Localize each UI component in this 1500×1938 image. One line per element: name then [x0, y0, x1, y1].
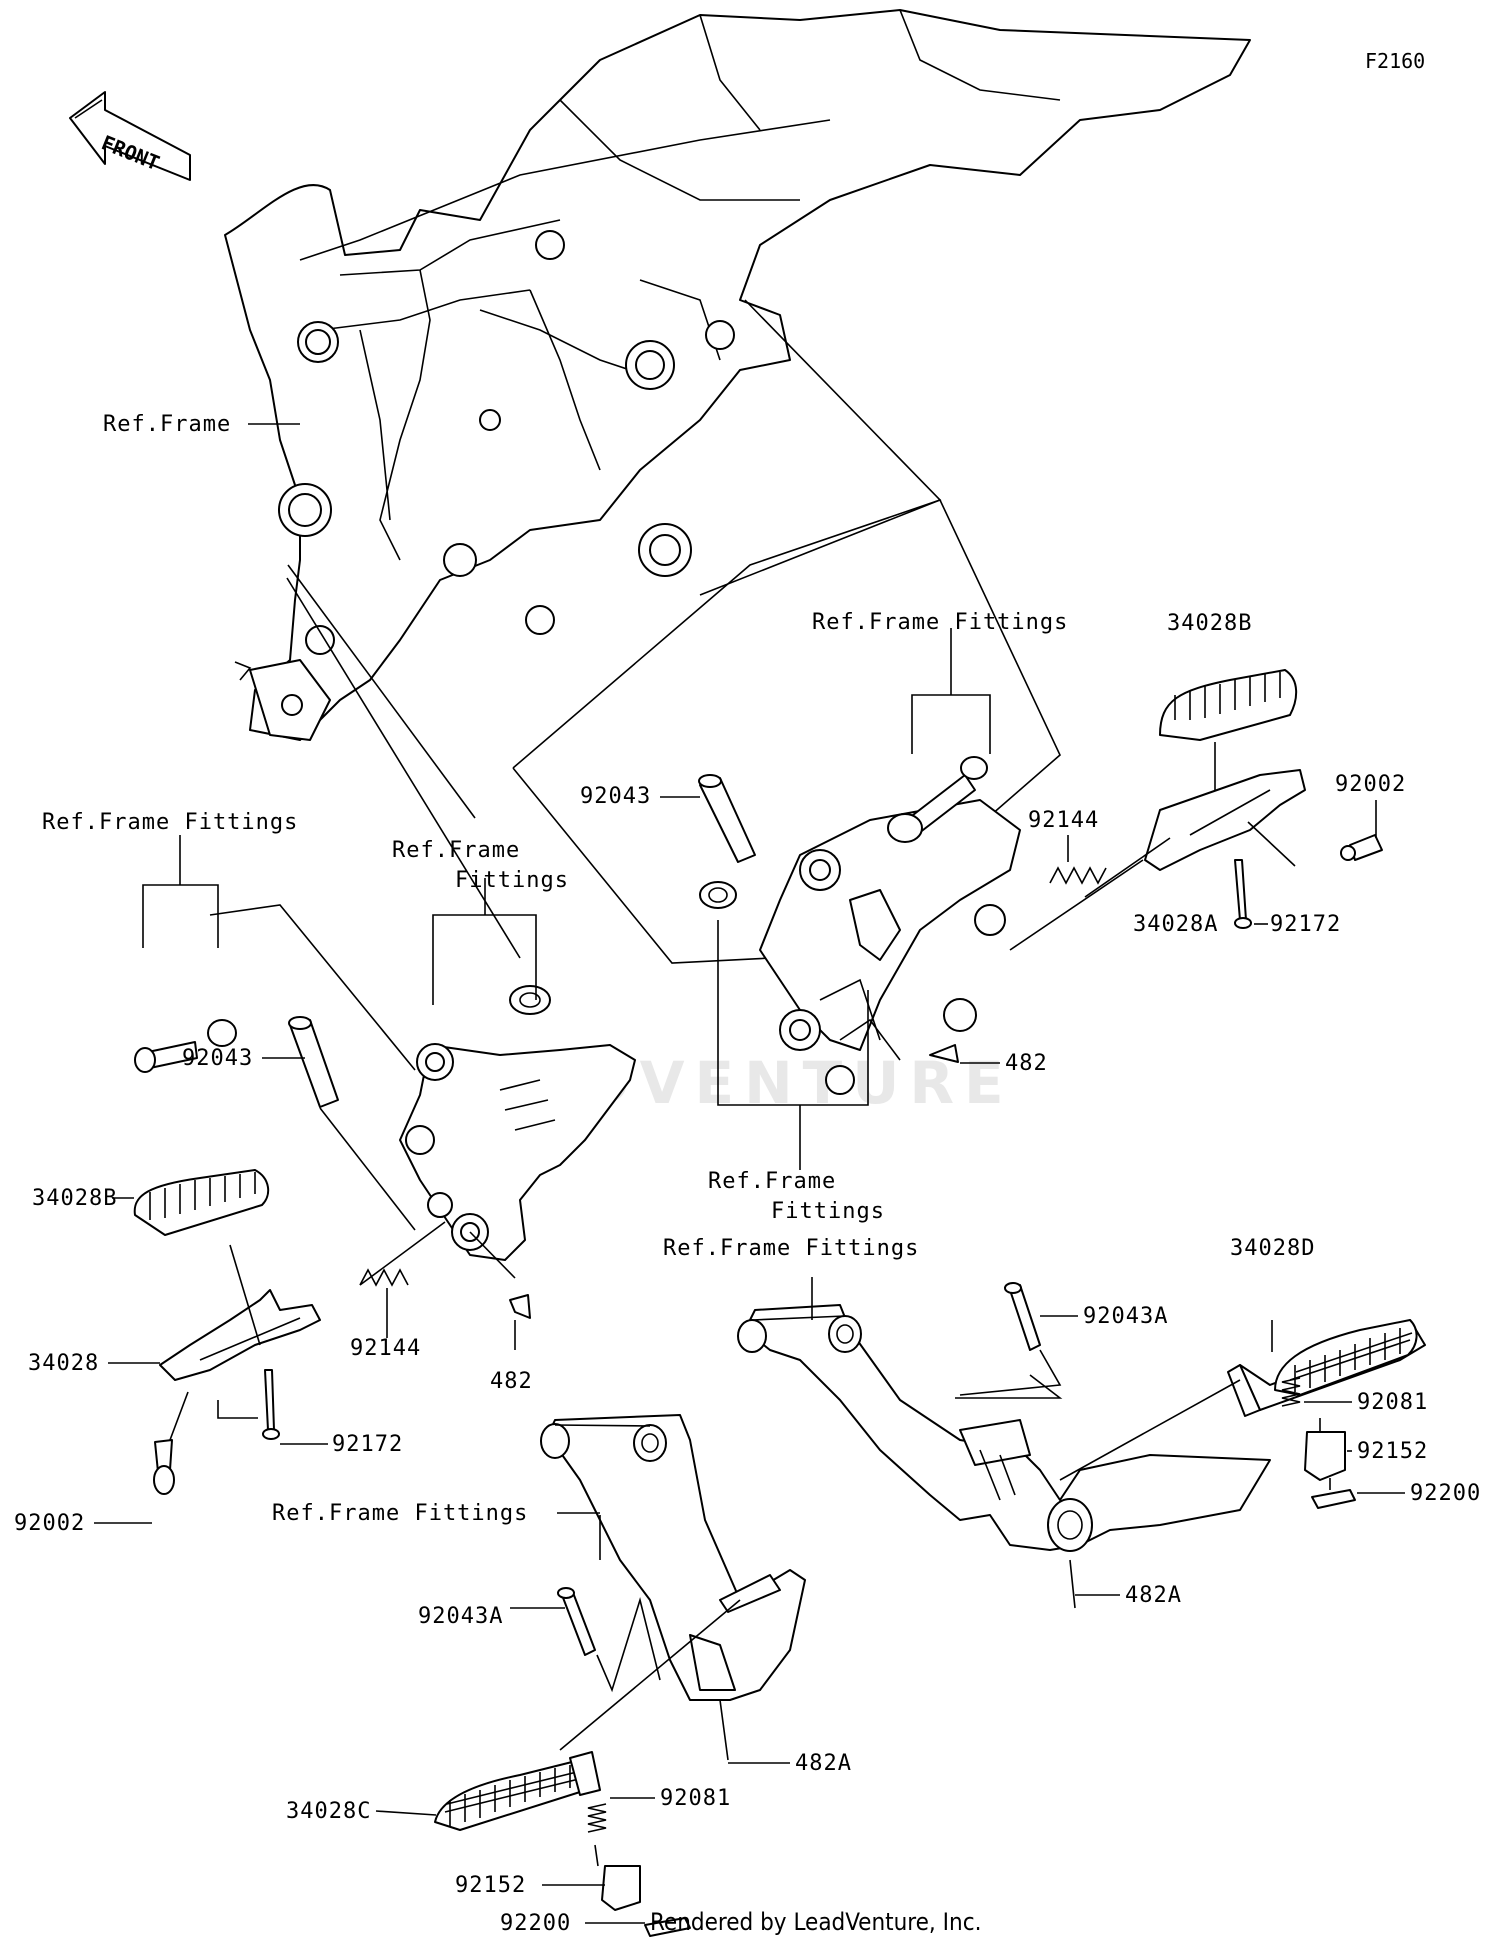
frame-leader-mid [286, 577, 521, 959]
label-482-right: 482 [1005, 1051, 1048, 1076]
label-rff-top-center: Ref.Frame Fittings [812, 610, 1068, 635]
label-92152-right: 92152 [1357, 1439, 1428, 1464]
label-34028B-right: 34028B [1167, 611, 1252, 636]
label-rff-mid-line1: Ref.Frame [392, 838, 520, 863]
label-rff-mid-line2: Fittings [455, 868, 569, 893]
label-34028B-left: 34028B [32, 1186, 117, 1211]
label-92002-right: 92002 [1335, 772, 1406, 797]
label-92200-left: 92200 [500, 1911, 571, 1936]
label-34028D: 34028D [1230, 1236, 1315, 1261]
label-482A-right: 482A [1125, 1583, 1182, 1608]
label-92081-right: 92081 [1357, 1390, 1428, 1415]
label-rff-center-line2: Fittings [771, 1199, 885, 1224]
label-34028C: 34028C [286, 1799, 371, 1824]
right-rear-footpeg-assembly [737, 1277, 1426, 1609]
label-92200-right: 92200 [1410, 1481, 1481, 1506]
label-ref-frame: Ref.Frame [103, 412, 231, 437]
diagram-code: F2160 [1365, 49, 1425, 73]
label-92144-right: 92144 [1028, 808, 1099, 833]
label-92002-left: 92002 [14, 1511, 85, 1536]
label-92043-left: 92043 [182, 1046, 253, 1071]
label-92043A-left: 92043A [418, 1604, 503, 1629]
label-rff-center-lower: Ref.Frame Fittings [663, 1236, 919, 1261]
label-92152-left: 92152 [455, 1873, 526, 1898]
label-482-left: 482 [490, 1369, 533, 1394]
label-92043-center: 92043 [580, 784, 651, 809]
left-rear-footpeg-assembly [434, 1414, 806, 1937]
right-front-footpeg-assembly [512, 499, 1383, 1170]
front-arrow-icon: FRONT [69, 91, 191, 181]
frame-leader-left [287, 564, 476, 819]
frame-drawing [224, 9, 1251, 741]
label-92144-left: 92144 [350, 1336, 421, 1361]
label-92172-left: 92172 [332, 1432, 403, 1457]
label-482A-left: 482A [795, 1751, 852, 1776]
left-front-footpeg-assembly [133, 835, 636, 1495]
label-34028A: 34028A [1133, 912, 1218, 937]
label-rff-left: Ref.Frame Fittings [42, 810, 298, 835]
label-rff-lower-left: Ref.Frame Fittings [272, 1501, 528, 1526]
label-92081-left: 92081 [660, 1786, 731, 1811]
label-92043A-right: 92043A [1083, 1304, 1168, 1329]
label-rff-center-line1: Ref.Frame [708, 1169, 836, 1194]
credit-text: Rendered by LeadVenture, Inc. [650, 1908, 981, 1936]
label-34028-left: 34028 [28, 1351, 99, 1376]
label-92172-right: 92172 [1270, 912, 1341, 937]
